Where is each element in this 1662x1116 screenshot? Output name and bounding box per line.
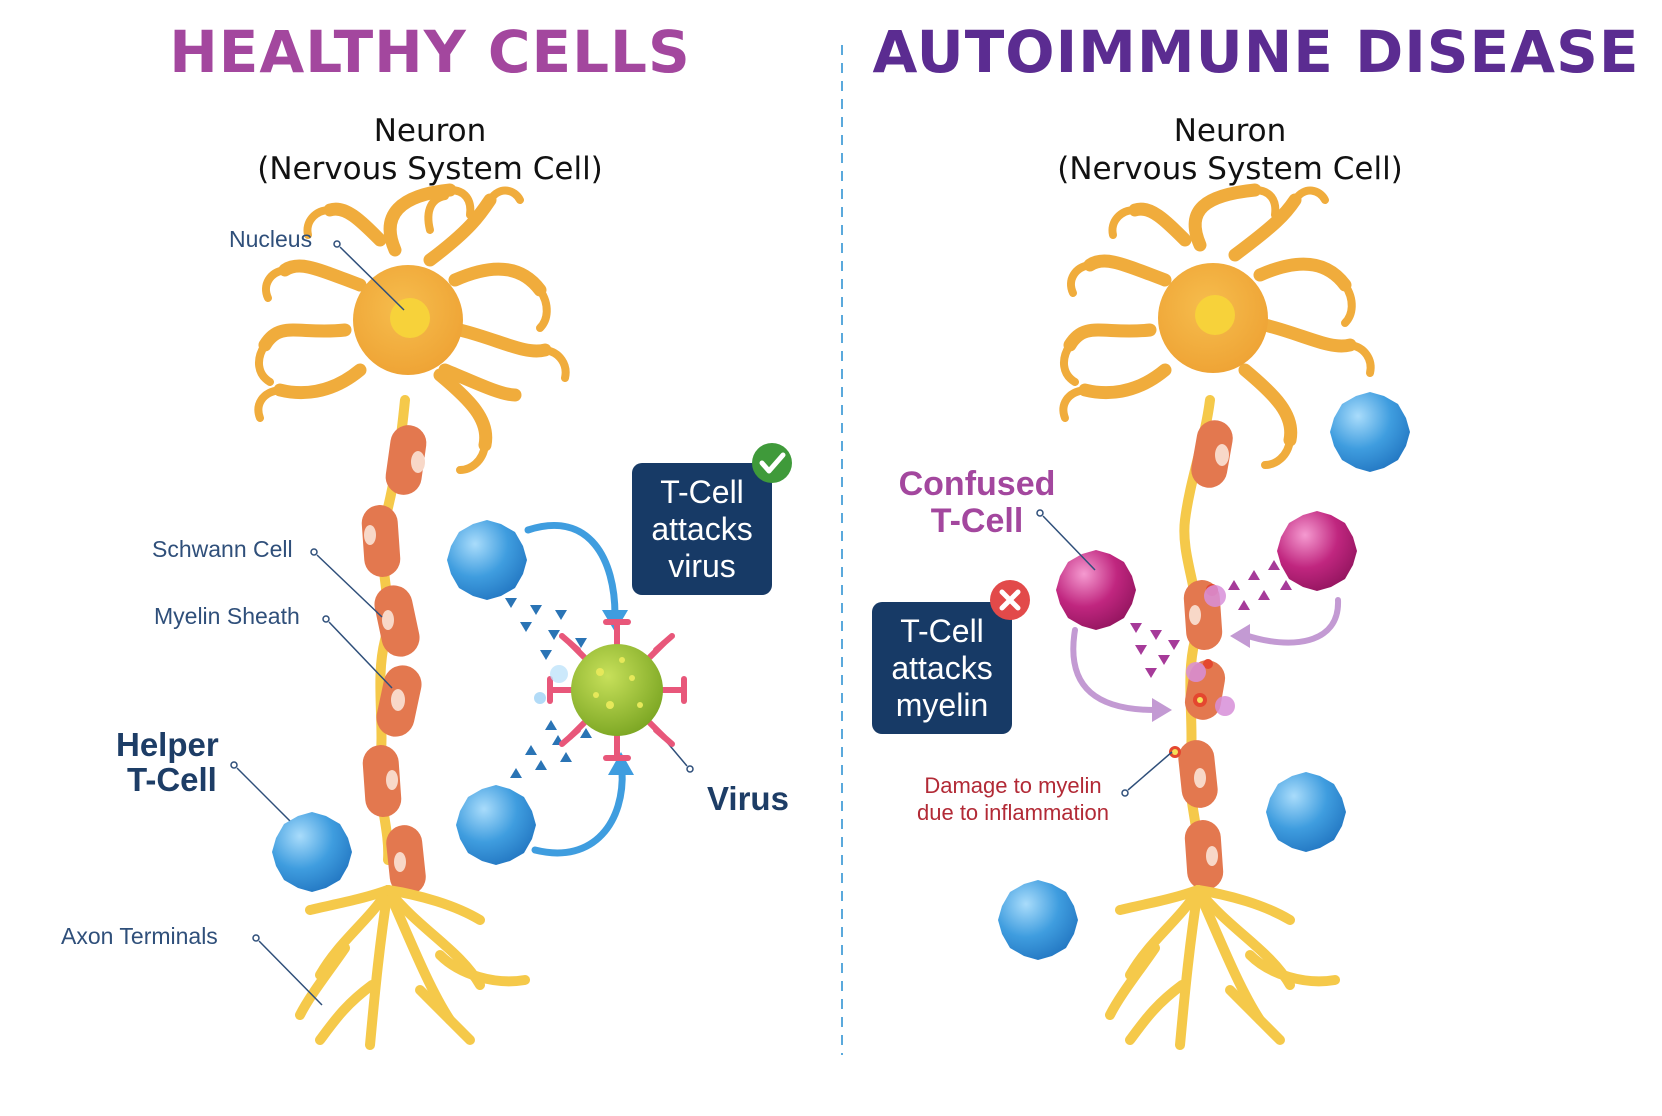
box-virus-line1: T-Cell — [660, 474, 744, 510]
confused-tcell-right — [1277, 511, 1357, 591]
label-virus: Virus — [707, 780, 789, 817]
axon-terminals-healthy — [295, 885, 530, 1050]
label-confused-tcell: Confused T-Cell — [892, 466, 1062, 540]
healthy-cells-title: HEALTHY CELLS — [169, 18, 691, 86]
label-damage: Damage to myelin due to inflammation — [893, 772, 1133, 826]
healthy-subtitle-line1: Neuron — [373, 113, 487, 149]
box-tcell-myelin — [872, 602, 1012, 734]
label-myelin-sheath: Myelin Sheath — [154, 603, 300, 629]
axon-terminals-autoimmune — [1105, 885, 1340, 1050]
box-tcell-virus — [632, 463, 772, 595]
label-schwann-cell: Schwann Cell — [152, 536, 293, 562]
leader-lines-healthy — [230, 240, 694, 1006]
autoimmune-subtitle-line1: Neuron — [1173, 113, 1287, 149]
box-myelin-line2: attacks — [891, 650, 993, 686]
confused-tcell-left — [1056, 550, 1136, 630]
leader-lines-autoimmune — [1036, 509, 1173, 797]
autoimmune-subtitle-line2: (Nervous System Cell) — [1057, 151, 1403, 187]
myelin-autoimmune — [1178, 420, 1233, 890]
helper-tcell — [272, 812, 352, 892]
autoimmune-neuron-subtitle: Neuron (Nervous System Cell) — [960, 112, 1500, 188]
box-myelin-line1: T-Cell — [900, 613, 984, 649]
label-axon-terminals: Axon Terminals — [61, 923, 218, 949]
tcell-auto-2 — [1266, 772, 1346, 852]
healthy-subtitle-line2: (Nervous System Cell) — [257, 151, 603, 187]
autoimmune-disease-title: AUTOIMMUNE DISEASE — [872, 18, 1640, 86]
box-myelin-line3: myelin — [895, 687, 989, 723]
tcell-healthy-top — [447, 520, 527, 600]
antibody-dots-autoimmune — [1130, 560, 1292, 678]
attack-arrows-healthy — [524, 522, 626, 857]
label-nucleus: Nucleus — [229, 226, 313, 252]
box-virus-line3: virus — [668, 548, 736, 584]
tcell-auto-1 — [1330, 392, 1410, 472]
tcell-healthy-bottom — [456, 785, 536, 865]
label-damage-line2: due to inflammation — [917, 800, 1109, 825]
healthy-neuron-subtitle: Neuron (Nervous System Cell) — [160, 112, 700, 188]
box-virus-line2: attacks — [651, 511, 753, 547]
label-helper: Helper — [116, 726, 219, 763]
tcell-auto-3 — [998, 880, 1078, 960]
box-myelin-text: T-Cell attacks myelin — [872, 613, 1012, 724]
label-damage-line1: Damage to myelin — [924, 773, 1102, 798]
label-tcell: T-Cell — [127, 761, 217, 798]
antibody-dots-healthy — [505, 598, 592, 778]
nucleus-autoimmune — [1195, 295, 1235, 335]
label-confused-line1: Confused — [898, 465, 1056, 503]
attack-arrows-autoimmune — [1070, 597, 1342, 713]
label-confused-line2: T-Cell — [930, 502, 1024, 540]
inflammation-spots — [1186, 585, 1235, 716]
nucleus-healthy — [390, 298, 430, 338]
box-virus-text: T-Cell attacks virus — [632, 474, 772, 585]
